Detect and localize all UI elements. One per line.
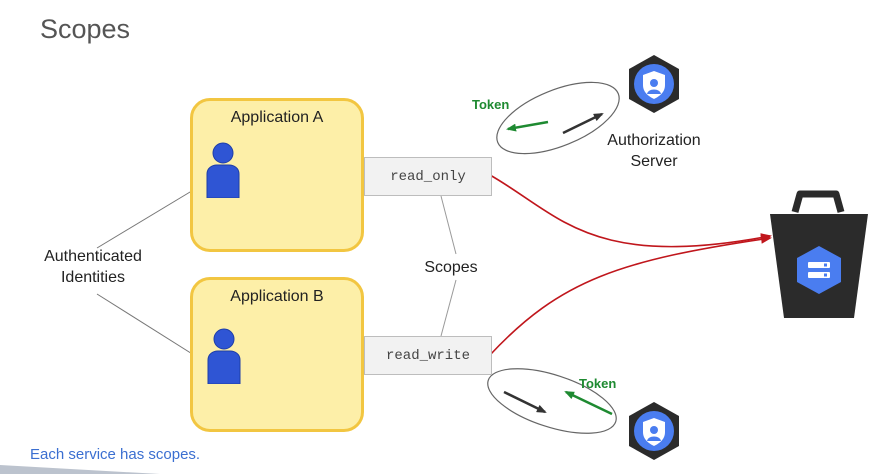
token-label-top: Token [472, 97, 510, 112]
request-line-read-write [489, 234, 772, 356]
scopes-label: Scopes [415, 257, 487, 278]
token-loop-bottom [487, 368, 617, 434]
application-a-box: Application A [190, 98, 364, 252]
token-label-bottom: Token [579, 376, 617, 391]
authorization-server-icon [629, 55, 679, 113]
footer-band [0, 465, 160, 474]
application-a-label: Application A [230, 109, 324, 126]
token-arrow-top [506, 120, 549, 132]
token-loop-top [496, 81, 620, 155]
scope-read-write: read_write [364, 336, 492, 375]
request-arrow-bottom [503, 390, 547, 414]
authorization-server-icon-bottom [629, 402, 679, 460]
authenticated-identities-label: Authenticated Identities [44, 248, 142, 286]
scopes-connector-b [440, 279, 457, 337]
scope-read-only: read_only [364, 157, 492, 196]
identity-connector-b [96, 293, 206, 363]
application-b-box: Application B [190, 277, 364, 432]
scopes-connector-a [440, 195, 457, 255]
storage-bucket-icon [770, 190, 868, 318]
application-b-label: Application B [230, 288, 324, 305]
person-icon-b [207, 328, 241, 384]
token-arrow-bottom [564, 390, 613, 416]
request-line-read-only [489, 174, 772, 248]
slide-title: Scopes [40, 14, 131, 44]
person-icon [206, 142, 240, 198]
request-arrow-top [562, 112, 604, 135]
authorization-server-label: Authorization Server [607, 132, 701, 170]
identity-connector-a [96, 182, 206, 249]
slide-footer: Each service has scopes. [30, 446, 201, 463]
